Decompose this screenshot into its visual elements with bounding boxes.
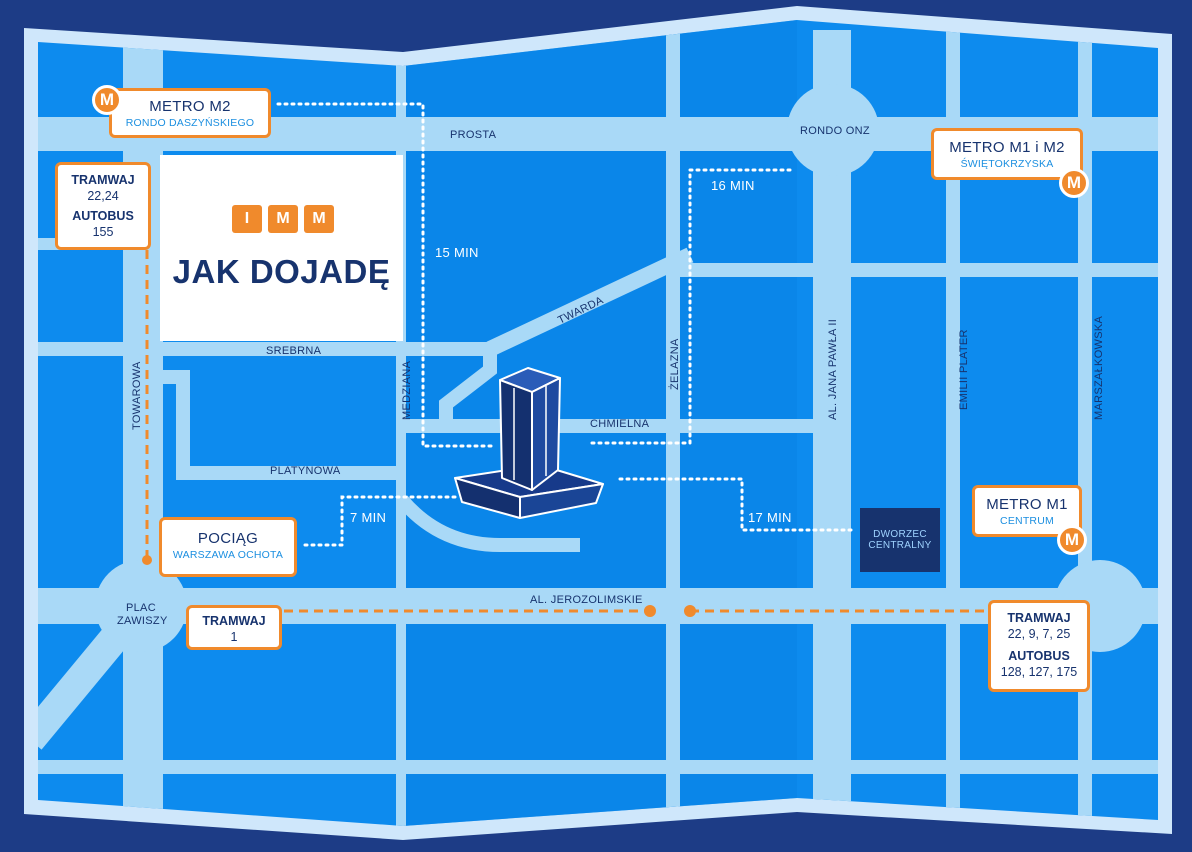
transit-towarowa-box: TRAMWAJ 22,24 AUTOBUS 155	[55, 162, 151, 250]
towarowa-bus-lines: 155	[92, 225, 114, 239]
metro-m2-icon: M	[92, 85, 122, 115]
walk-time-m1m2: 16 MIN	[711, 178, 755, 193]
tram-routes	[145, 250, 988, 613]
train-station: WARSZAWA OCHOTA	[172, 549, 284, 561]
metro-m1-icon: M	[1057, 525, 1087, 555]
towarowa-bus-label: AUTOBUS	[72, 209, 134, 223]
logo-letter: M	[304, 205, 334, 233]
metro-m2-box: METRO M2 RONDO DASZYŃSKIEGO	[109, 88, 271, 138]
walk-route-train	[298, 495, 457, 547]
metro-m2-station: RONDO DASZYŃSKIEGO	[125, 117, 255, 129]
title-card: I M M JAK DOJADĘ	[160, 155, 403, 341]
metro-m1-line: METRO M1	[986, 496, 1068, 513]
street-label-medziana: MEDZIANA	[401, 360, 413, 420]
street-label-chmielna: CHMIELNA	[590, 418, 650, 430]
metro-m1m2-station: ŚWIĘTOKRZYSKA	[960, 158, 1054, 170]
walk-time-m1: 17 MIN	[748, 510, 792, 525]
zawiszy-tram-label: TRAMWAJ	[202, 614, 266, 628]
dworzec-line2: CENTRALNY	[868, 540, 932, 551]
street-label-towarowa: TOWAROWA	[131, 361, 143, 430]
centrum-tram-label: TRAMWAJ	[1007, 611, 1071, 625]
metro-m1-station: CENTRUM	[1000, 515, 1054, 527]
page-title: JAK DOJADĘ	[172, 253, 391, 290]
centrum-bus-label: AUTOBUS	[1008, 649, 1070, 663]
street-label-prosta: PROSTA	[450, 129, 497, 141]
imm-logo: I M M	[232, 205, 334, 235]
centrum-bus-lines: 128, 127, 175	[1000, 665, 1078, 679]
walk-route-m1m2	[588, 168, 792, 445]
dworzec-line1: DWORZEC	[873, 529, 927, 540]
street-label-marszalkowska: MARSZAŁKOWSKA	[1093, 315, 1105, 420]
street-label-jana-pawla: AL. JANA PAWŁA II	[827, 319, 839, 420]
walk-route-m2	[276, 102, 494, 448]
walk-time-m2: 15 MIN	[435, 245, 479, 260]
transit-zawiszy-box: TRAMWAJ 1	[186, 605, 282, 650]
train-box: POCIĄG WARSZAWA OCHOTA	[159, 517, 297, 577]
logo-letter: M	[268, 205, 298, 233]
street-label-zelazna: ŻELAZNA	[668, 338, 681, 390]
train-label: POCIĄG	[197, 530, 259, 547]
towarowa-tram-lines: 22,24	[87, 189, 119, 203]
towarowa-tram-label: TRAMWAJ	[71, 173, 135, 187]
metro-m1-box: METRO M1 CENTRUM	[972, 485, 1082, 537]
street-label-emilii-plater: EMILII PLATER	[958, 329, 970, 410]
route-endpoints	[142, 555, 696, 617]
zawiszy-tram-lines: 1	[230, 630, 238, 644]
street-label-platynowa: PLATYNOWA	[270, 465, 341, 477]
square-label-plac: PLAC	[126, 602, 156, 614]
logo-letter: I	[232, 205, 262, 233]
metro-m1m2-line: METRO M1 i M2	[949, 139, 1065, 156]
walking-routes	[276, 102, 858, 547]
street-label-jerozolimskie: AL. JEROZOLIMSKIE	[530, 594, 643, 606]
street-label-srebrna: SREBRNA	[266, 345, 322, 357]
dworzec-centralny-building: DWORZEC CENTRALNY	[860, 508, 940, 572]
centrum-tram-lines: 22, 9, 7, 25	[1007, 627, 1071, 641]
metro-m1m2-icon: M	[1059, 168, 1089, 198]
route-dot	[684, 605, 696, 617]
route-dot	[644, 605, 656, 617]
metro-m1m2-box: METRO M1 i M2 ŚWIĘTOKRZYSKA	[931, 128, 1083, 180]
metro-m2-line: METRO M2	[149, 98, 231, 115]
transit-centrum-box: TRAMWAJ 22, 9, 7, 25 AUTOBUS 128, 127, 1…	[988, 600, 1090, 692]
walk-route-m1	[618, 477, 858, 532]
walk-time-train: 7 MIN	[350, 510, 386, 525]
street-label-rondo-onz: RONDO ONZ	[800, 125, 870, 137]
imm-building-icon	[454, 367, 604, 519]
square-label-zawiszy: ZAWISZY	[117, 615, 168, 627]
route-dot	[142, 555, 152, 565]
